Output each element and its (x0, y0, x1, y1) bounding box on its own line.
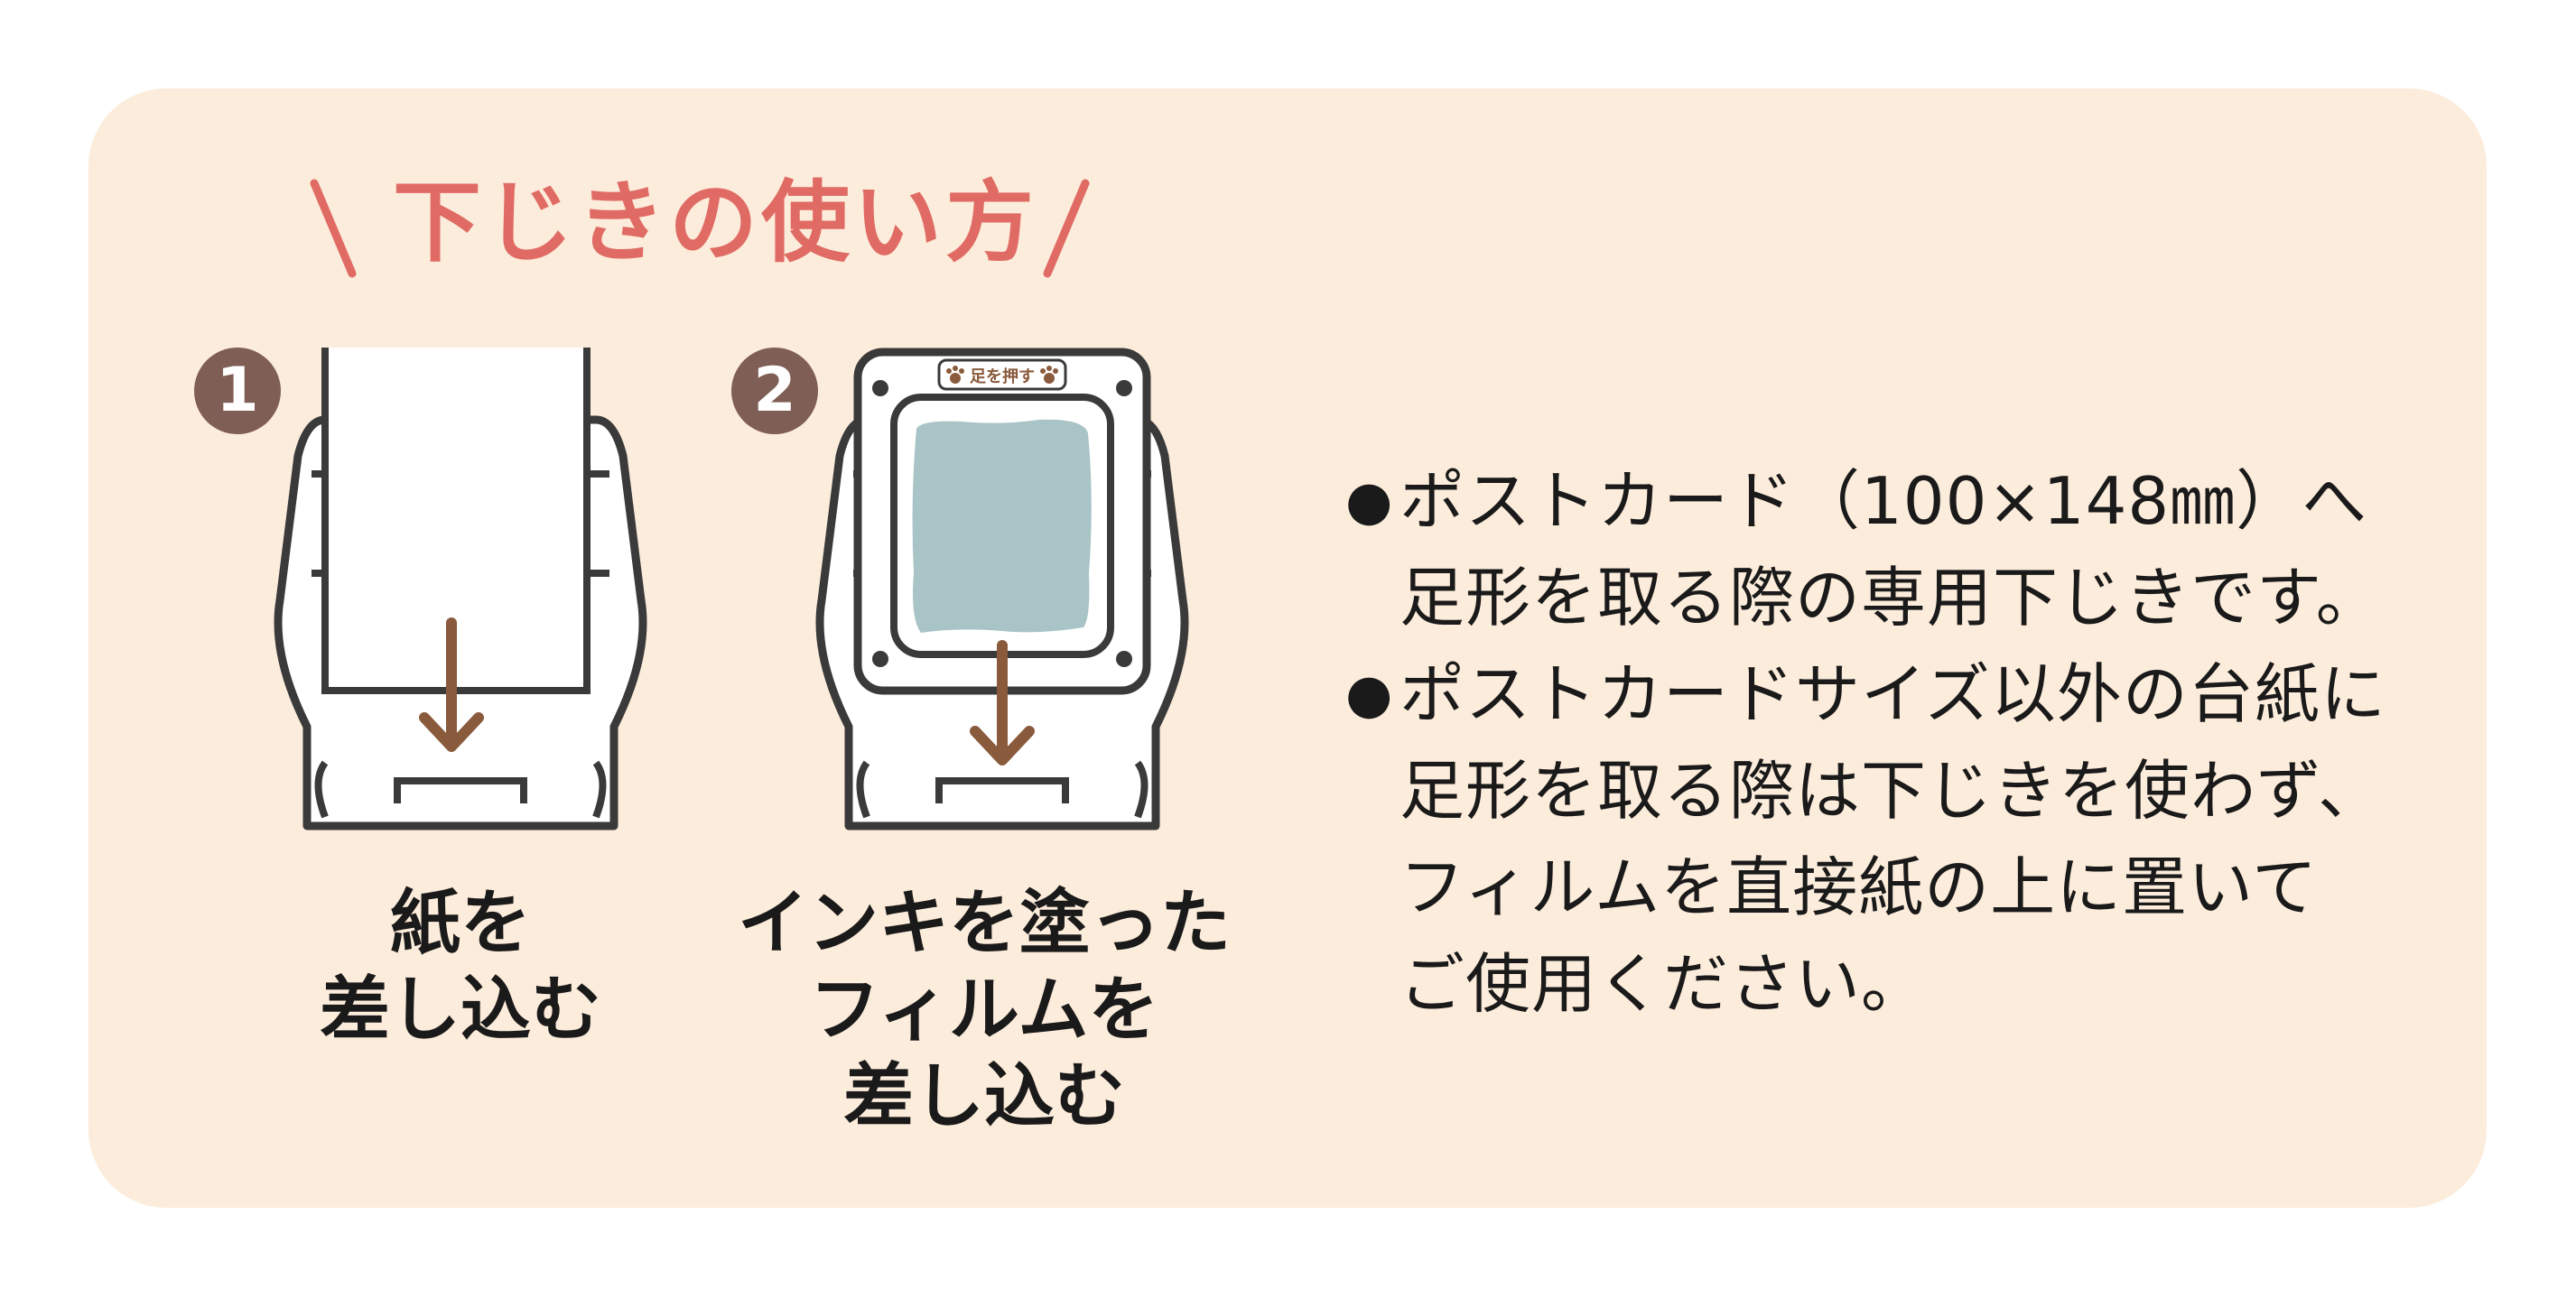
step-2-label-line: インキを塗った (737, 883, 1231, 964)
left-slash-decoration (310, 179, 357, 278)
note-2-line: ポストカードサイズ以外の台紙に (1400, 656, 2386, 732)
step-1-label: 紙を 差し込む (298, 880, 623, 1053)
step-2-label-line: フィルムを (809, 970, 1159, 1051)
paw-icon (946, 366, 964, 384)
step-1-label-line: 差し込む (319, 970, 601, 1051)
step-2-badge: 2 (731, 348, 818, 434)
note-2-bullet: ● (1345, 663, 1393, 726)
device-label: 足を押す (970, 367, 1035, 386)
paw-icon (1040, 366, 1058, 384)
heading-group: 下じきの使い方 (298, 167, 1111, 284)
note-1-line: 足形を取る際の専用下じきです。 (1400, 560, 2382, 636)
note-2-line: フィルムを直接紙の上に置いて (1400, 849, 2318, 925)
note-1-line: ポストカード（100×148㎜）へ (1400, 463, 2368, 539)
note-2-line: 足形を取る際は下じきを使わず、 (1400, 753, 2384, 829)
step-1-badge: 1 (194, 348, 281, 434)
step-1-illustration (274, 348, 647, 830)
step-2-illustration: 足を押す (815, 348, 1189, 830)
note-2-line: ご使用ください。 (1400, 946, 1928, 1022)
step-2-label: インキを塗った フィルムを 差し込む (722, 880, 1246, 1140)
note-1-bullet: ● (1345, 469, 1393, 533)
page-title: 下じきの使い方 (393, 172, 1038, 274)
step-2-label-line: 差し込む (842, 1056, 1125, 1137)
step-1-label-line: 紙を (389, 883, 531, 964)
right-slash-decoration (1043, 179, 1090, 278)
